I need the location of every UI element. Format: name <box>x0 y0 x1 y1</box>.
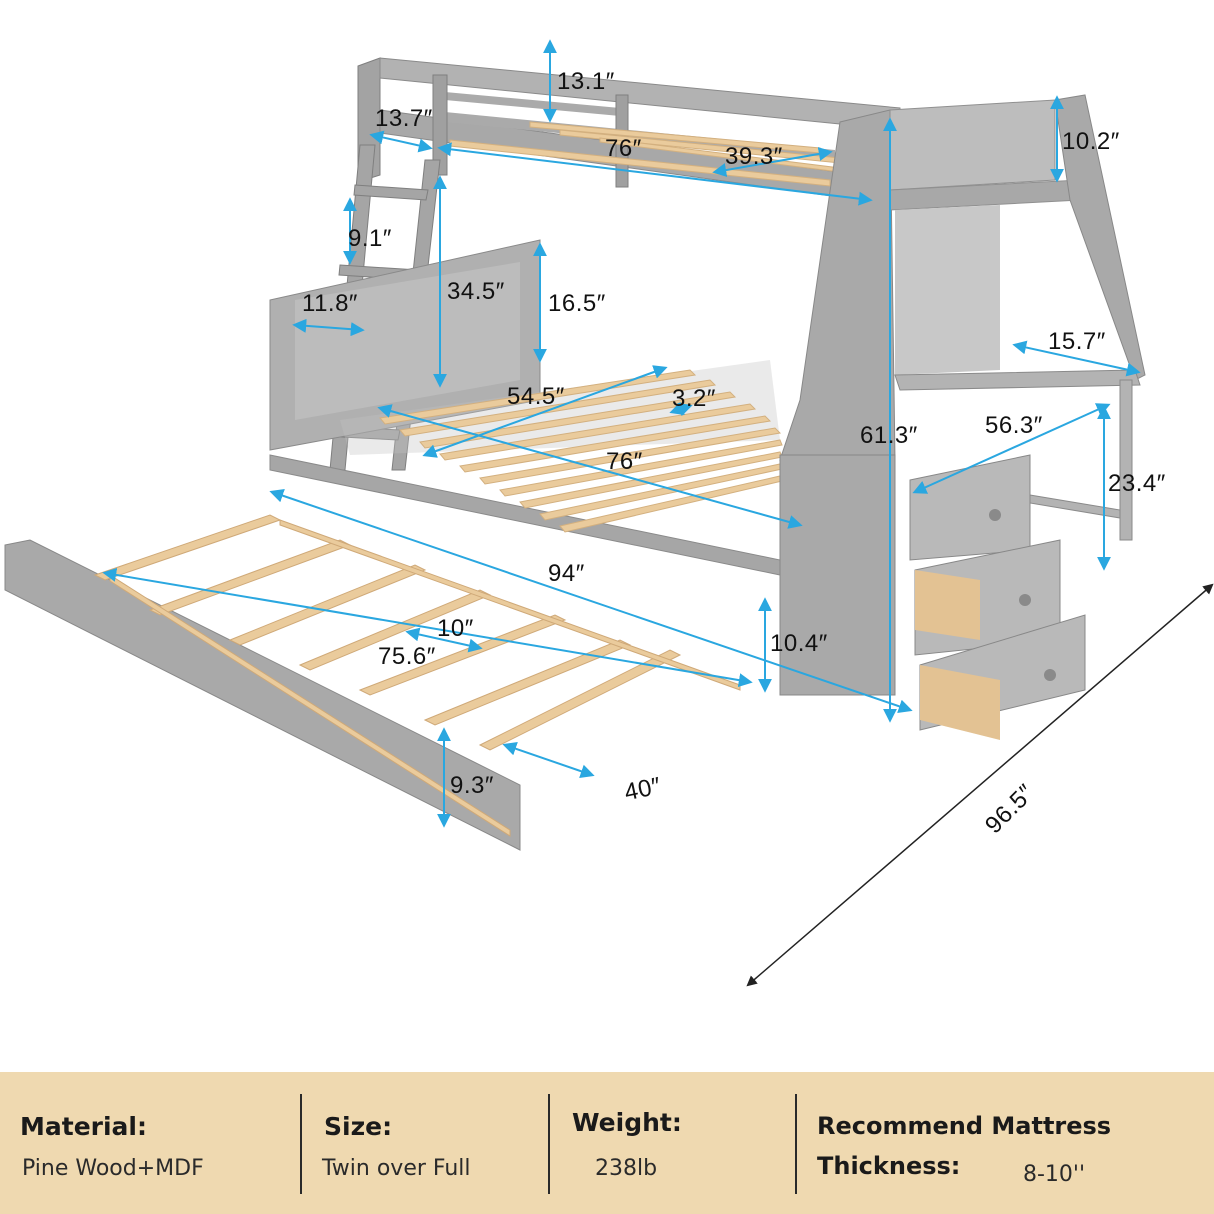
mattress-title-line1: Recommend Mattress <box>817 1112 1112 1140</box>
dim-bottom-length: 76″ <box>606 448 643 475</box>
mattress-value: 8-10'' <box>1023 1162 1086 1187</box>
dim-overall-length: 94″ <box>548 560 585 587</box>
dim-trundle-length: 75.6″ <box>378 643 436 670</box>
dim-desk-height: 23.4″ <box>1108 470 1166 497</box>
weight-title: Weight: <box>572 1108 682 1137</box>
spec-mattress: Recommend Mattress Thickness: 8-10'' <box>797 1072 1214 1214</box>
dim-bottom-clearance: 34.5″ <box>447 278 505 305</box>
spec-weight: Weight: 238lb <box>550 1072 795 1214</box>
dim-shelf-height: 10.2″ <box>1062 128 1120 155</box>
divider-3 <box>795 1094 797 1194</box>
dim-slat-gap: 3.2″ <box>672 385 716 412</box>
dim-headboard-height: 16.5″ <box>548 290 606 317</box>
dim-top-width: 39.3″ <box>725 143 783 170</box>
dim-desk-length: 56.3″ <box>985 412 1043 439</box>
overall-diagonal-arrow <box>746 583 1214 987</box>
dim-trundle-height: 9.3″ <box>450 772 494 799</box>
divider-1 <box>300 1094 302 1194</box>
size-title: Size: <box>324 1112 393 1141</box>
weight-value: 238lb <box>595 1156 658 1181</box>
spec-size: Size: Twin over Full <box>302 1072 547 1214</box>
spec-band: Material: Pine Wood+MDF Size: Twin over … <box>0 1072 1214 1214</box>
material-value: Pine Wood+MDF <box>22 1156 204 1181</box>
divider-2 <box>548 1094 550 1194</box>
dim-top-rail-height: 13.1″ <box>557 68 615 95</box>
dim-ladder-width: 11.8″ <box>302 290 358 317</box>
dim-desk-depth: 15.7″ <box>1048 328 1106 355</box>
mattress-title-line2: Thickness: <box>817 1152 961 1180</box>
material-title: Material: <box>20 1112 147 1141</box>
dim-trundle-clearance: 10.4″ <box>770 630 828 657</box>
dim-top-length: 76″ <box>605 135 642 162</box>
dim-ladder-top-width: 13.7″ <box>375 105 433 132</box>
dim-bottom-width: 54.5″ <box>507 383 565 410</box>
bunk-bed-illustration <box>4 39 1214 987</box>
spec-material: Material: Pine Wood+MDF <box>0 1072 300 1214</box>
dim-trundle-slat-gap: 10″ <box>437 615 474 642</box>
dim-ladder-step: 9.1″ <box>348 225 392 252</box>
dim-total-height: 61.3″ <box>860 422 918 449</box>
size-value: Twin over Full <box>322 1156 471 1181</box>
